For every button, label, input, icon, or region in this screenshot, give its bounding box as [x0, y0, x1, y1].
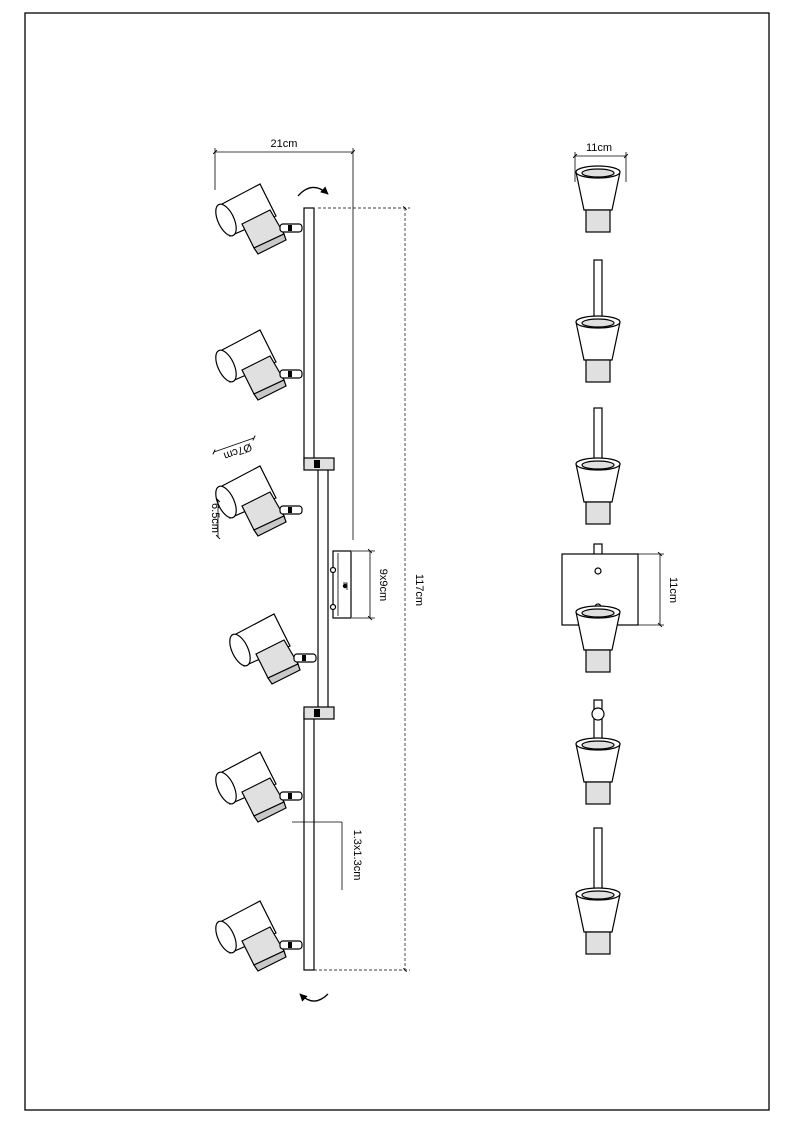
- upper-rail: [303, 207, 315, 466]
- side-spotlight-1: [575, 165, 621, 233]
- rotate-arrow-bottom: [299, 993, 329, 1002]
- side-joint: [591, 707, 605, 721]
- base-plate: [332, 550, 352, 619]
- side-spotlight-2: [575, 315, 621, 383]
- rotate-arrow-top: [297, 186, 329, 197]
- side-spotlight-6: [575, 887, 621, 955]
- middle-rail: [317, 464, 329, 713]
- dim-bar-span-width: 21cm: [271, 138, 298, 150]
- lower-rail: [303, 711, 315, 971]
- dim-rail-section: 1.3x1.3cm: [351, 830, 363, 881]
- side-view: 11cm 11cm: [561, 142, 679, 955]
- spotlight-6: [210, 900, 303, 972]
- spotlight-4: [224, 613, 317, 685]
- side-spotlight-4: [575, 605, 621, 673]
- spotlight-3: [210, 465, 303, 537]
- dim-side-plate: 11cm: [667, 577, 679, 603]
- spotlight-5: [210, 751, 303, 823]
- dim-total-length: 117cm: [413, 574, 425, 606]
- spotlight-1: [210, 183, 303, 255]
- front-view: 21cm Ø7cm 6.5cm 9x9cm 117cm 1.3x1.3cm: [209, 138, 425, 1002]
- spotlight-2: [210, 329, 303, 401]
- side-spotlight-3: [575, 457, 621, 525]
- page-frame: [24, 12, 770, 1111]
- dim-side-width: 11cm: [586, 142, 612, 154]
- dim-shade-length: 6.5cm: [209, 503, 221, 533]
- dim-base-plate: 9x9cm: [377, 569, 389, 601]
- side-spotlight-5: [575, 737, 621, 805]
